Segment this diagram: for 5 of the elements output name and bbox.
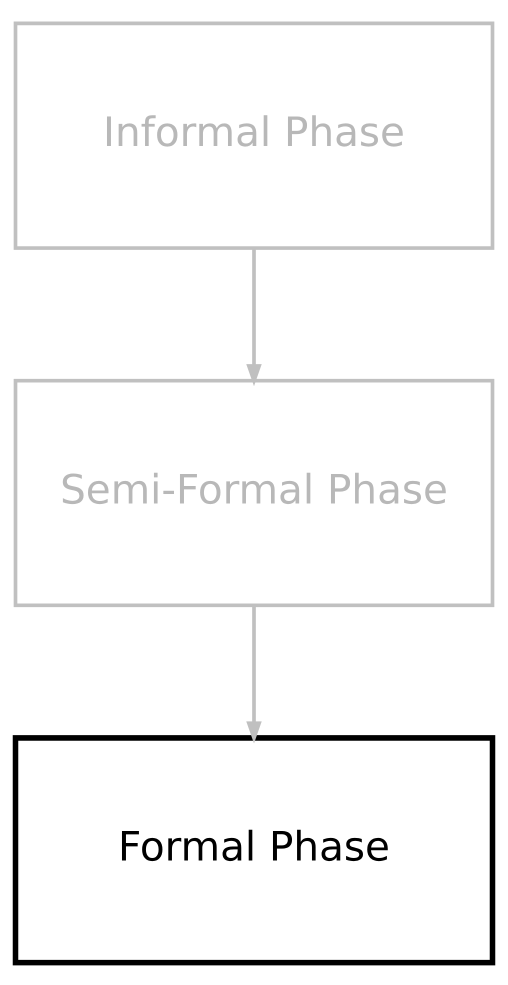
node-box: Semi-Formal Phase	[14, 378, 494, 607]
arrow	[246, 605, 262, 743]
arrow	[246, 248, 262, 386]
node-box: Informal Phase	[14, 21, 494, 250]
node-box: Formal Phase	[12, 734, 496, 965]
